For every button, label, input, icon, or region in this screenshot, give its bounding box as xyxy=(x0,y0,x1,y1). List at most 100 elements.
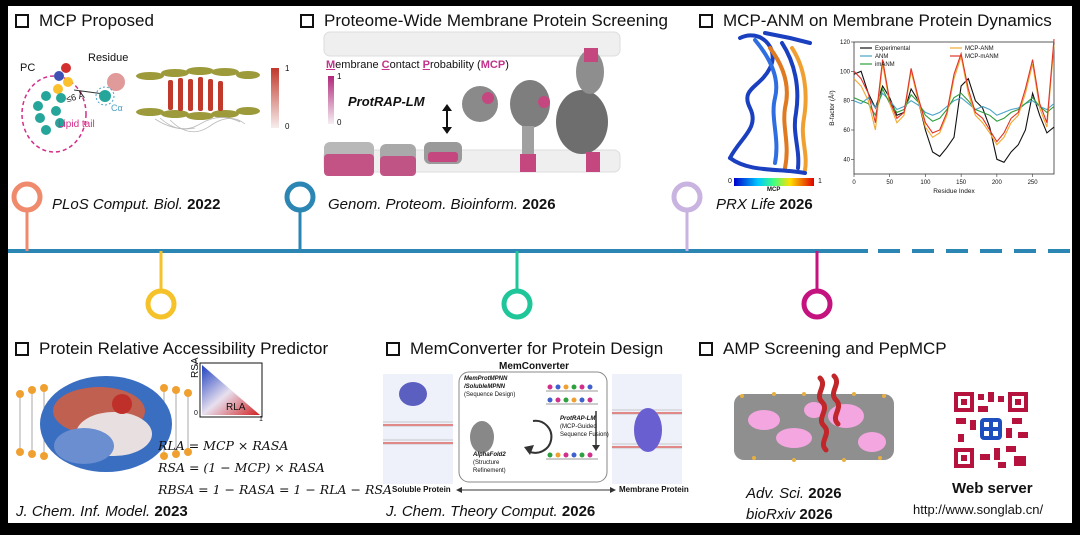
memconverter-pipeline-box xyxy=(458,371,608,483)
y-tick-label: 60 xyxy=(843,128,850,134)
sequence-row-1 xyxy=(546,384,598,392)
x-tick-label: 100 xyxy=(920,180,931,186)
label-lipid-tail: Lipid tail xyxy=(58,119,95,130)
colorbar-jet-label: MCP xyxy=(767,187,781,193)
citation-gpb: Genom. Proteom. Bioinform. 2026 xyxy=(328,196,556,213)
label-calpha: Cα xyxy=(111,103,123,113)
membrane-protein-render xyxy=(136,67,260,133)
web-server-url[interactable]: http://www.songlab.cn/ xyxy=(913,502,1044,517)
triangle-axis-x: RLA xyxy=(226,402,246,413)
bidirectional-arrow xyxy=(456,487,616,493)
equation-rsa: RSA = (1 − MCP) × RASA xyxy=(158,460,325,475)
legend-label: ANM xyxy=(875,54,888,60)
model-name-protrap-lm: ProtRAP-LM xyxy=(348,94,425,109)
citation-biorxiv: bioRxiv 2026 xyxy=(746,506,833,523)
label-membrane-protein: Membrane Protein xyxy=(619,485,689,494)
node-2023 xyxy=(145,251,177,320)
checkbox-square-icon xyxy=(386,342,400,356)
colorbar-jet-min: 0 xyxy=(728,178,732,185)
timeline xyxy=(8,181,1072,320)
step2-desc-2: Sequence Fusion) xyxy=(560,432,609,438)
x-tick-label: 200 xyxy=(992,180,1003,186)
protein-blob-4 xyxy=(462,86,498,122)
y-axis-label: B-factor (Å²) xyxy=(827,90,836,125)
section-title-amp: AMP Screening and PepMCP xyxy=(699,339,947,359)
lipid-molecule xyxy=(33,63,73,135)
citation-adv-sci: Adv. Sci. 2026 xyxy=(746,485,842,502)
colorbar-pink-min: 0 xyxy=(337,118,342,127)
checkbox-square-icon xyxy=(15,342,29,356)
calpha-sphere xyxy=(99,90,111,102)
node-prx-2026 xyxy=(671,181,703,251)
residue-sphere xyxy=(107,73,125,91)
mcp-colorbar-pink xyxy=(328,76,334,124)
legend-label: MCP-mANM xyxy=(965,54,999,60)
qr-code-icon xyxy=(954,392,1028,468)
membrane-slab-top xyxy=(323,31,621,57)
rsa-rla-triangle xyxy=(199,362,263,418)
figure-canvas: MCP Proposed PC Residue ≤6 Å Cα Lipid ta… xyxy=(8,6,1072,523)
checkbox-square-icon xyxy=(15,14,29,28)
colorbar-pink-max: 1 xyxy=(337,72,342,81)
x-tick-label: 0 xyxy=(852,180,856,186)
sequence-row-3 xyxy=(546,452,598,460)
checkbox-square-icon xyxy=(699,342,713,356)
memconverter-box-title: MemConverter xyxy=(499,361,570,372)
legend-label: imANM xyxy=(875,62,895,68)
protein-blob-6 xyxy=(556,48,608,172)
x-tick-label: 150 xyxy=(956,180,967,186)
citation-prx: PRX Life 2026 xyxy=(716,196,813,213)
step3-name: AlphaFold2 xyxy=(473,452,506,458)
y-tick-label: 40 xyxy=(843,157,850,163)
section-title-mcp-proposed: MCP Proposed xyxy=(15,11,154,31)
series-line-mcp-manm xyxy=(853,39,1055,143)
citation-jctc: J. Chem. Theory Comput. 2026 xyxy=(386,503,596,520)
protein-surfaces xyxy=(324,48,608,176)
soluble-protein-box xyxy=(383,374,453,484)
colorbar-jet-max: 1 xyxy=(818,178,822,185)
protein-blob-5 xyxy=(510,80,550,172)
section-title-proteome: Proteome-Wide Membrane Protein Screening xyxy=(300,11,668,31)
checkbox-square-icon xyxy=(699,14,713,28)
label-pc: PC xyxy=(20,62,36,74)
checkbox-square-icon xyxy=(300,14,314,28)
colorbar-small-min: 0 xyxy=(285,122,290,131)
series-line-experimental xyxy=(853,70,1055,163)
citation-jcim: J. Chem. Inf. Model. 2023 xyxy=(16,503,188,520)
mcp-contact-schematic xyxy=(21,63,125,153)
double-arrow-icon xyxy=(442,104,452,134)
y-tick-label: 80 xyxy=(843,99,850,105)
step1-name: MemProtMPNN xyxy=(464,376,508,382)
membrane-protein-box xyxy=(612,374,682,484)
y-tick-label: 100 xyxy=(840,69,851,75)
step3-desc-2: Refinement) xyxy=(473,468,506,474)
accessibility-protein-surface xyxy=(16,376,192,472)
step1-name-alt: /SolubleMPNN xyxy=(464,384,506,390)
step3-desc-1: (Structure xyxy=(473,460,500,466)
protein-blob-1 xyxy=(324,142,374,176)
legend-label: Experimental xyxy=(875,46,910,52)
section-title-accessibility: Protein Relative Accessibility Predictor xyxy=(15,339,328,359)
equation-rla: RLA = MCP × RASA xyxy=(158,438,289,453)
web-server-label: Web server xyxy=(952,480,1033,497)
step2-name: ProtRAP-LM xyxy=(560,416,596,422)
section-title-anm: MCP-ANM on Membrane Protein Dynamics xyxy=(699,11,1052,31)
protein-blob-2 xyxy=(380,144,416,176)
triangle-tick-x-max: 1 xyxy=(259,416,263,423)
label-soluble-protein: Soluble Protein xyxy=(392,485,451,494)
x-axis-label: Residue Index xyxy=(933,188,975,195)
equation-rbsa: RBSA = 1 − RASA = 1 − RLA − RSA xyxy=(158,482,392,497)
node-2022 xyxy=(11,181,43,251)
node-amp-2026 xyxy=(801,251,833,320)
node-jctc-2026 xyxy=(501,251,533,320)
citation-plos: PLoS Comput. Biol. 2022 xyxy=(52,196,221,213)
amp-membrane-render xyxy=(734,373,894,462)
step2-desc-1: (MCP-Guided xyxy=(560,424,597,430)
legend-label: MCP-ANM xyxy=(965,46,994,52)
x-tick-label: 50 xyxy=(886,180,893,186)
series-line-mcp-anm xyxy=(853,44,1055,146)
section-title-memconverter: MemConverter for Protein Design xyxy=(386,339,663,359)
colorbar-small-max: 1 xyxy=(285,64,290,73)
sequence-row-2 xyxy=(546,397,598,405)
